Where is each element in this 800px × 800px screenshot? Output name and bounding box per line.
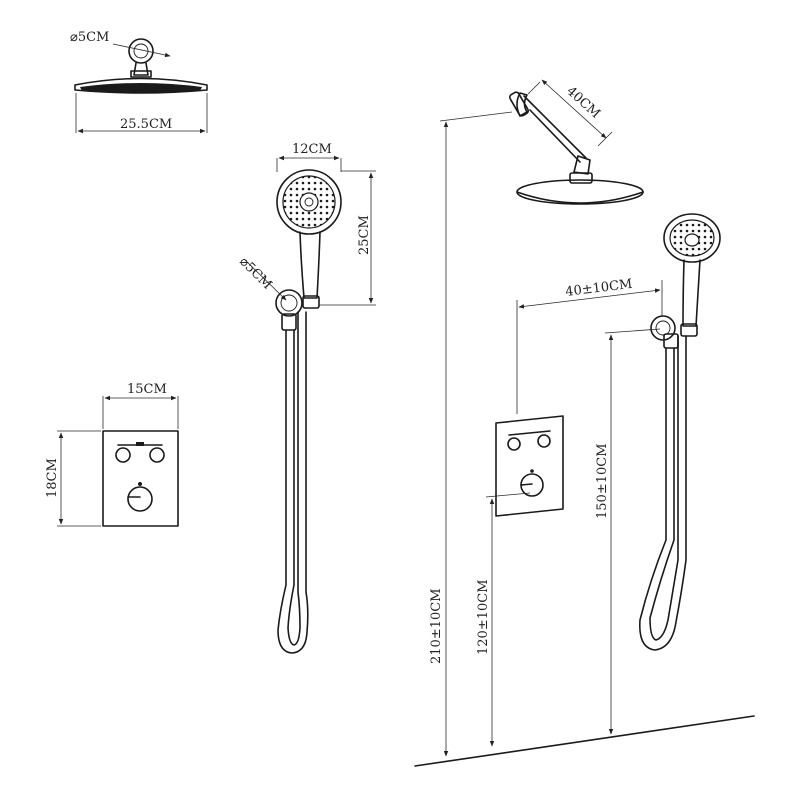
overhead-head-front-view xyxy=(74,38,208,94)
valve-install-height-dimension: 120±10CM xyxy=(476,492,531,747)
install-overhead-shower xyxy=(508,91,644,205)
total-height-label: 210±10CM xyxy=(429,588,444,664)
handheld-head-width-label: 12CM xyxy=(292,142,332,157)
arm-length-label: 40CM xyxy=(563,84,603,122)
overhead-head-width-label: 25.5CM xyxy=(120,117,172,132)
install-handheld-shower xyxy=(638,213,721,651)
handheld-outlet-diameter-label: ⌀5CM xyxy=(236,254,274,292)
handheld-install-height-dimension: 150±10CM xyxy=(595,328,661,735)
handheld-offset-label: 40±10CM xyxy=(565,277,634,300)
valve-plate-front-view xyxy=(102,430,179,527)
handheld-outlet-diameter-dimension: ⌀5CM xyxy=(236,254,287,301)
valve-height-label: 18CM xyxy=(45,458,60,498)
total-height-dimension: 210±10CM xyxy=(429,111,513,757)
valve-width-label: 15CM xyxy=(127,382,167,397)
valve-height-dimension: 18CM xyxy=(45,430,101,527)
valve-width-dimension: 15CM xyxy=(102,382,179,429)
overhead-arm-diameter-dimension: ⌀5CM xyxy=(70,30,171,58)
handheld-install-height-label: 150±10CM xyxy=(595,443,610,519)
overhead-head-width-dimension: 25.5CM xyxy=(75,93,208,134)
floor-line xyxy=(414,715,755,767)
handheld-length-label: 25CM xyxy=(357,215,372,255)
handheld-offset-dimension: 40±10CM xyxy=(516,277,663,414)
overhead-arm-diameter-label: ⌀5CM xyxy=(70,30,109,45)
handheld-shower-assembly xyxy=(275,169,342,654)
valve-install-height-label: 120±10CM xyxy=(476,579,491,655)
handheld-length-dimension: 25CM xyxy=(319,170,376,306)
handheld-head-width-dimension: 12CM xyxy=(276,142,342,172)
install-valve-plate xyxy=(495,415,564,517)
